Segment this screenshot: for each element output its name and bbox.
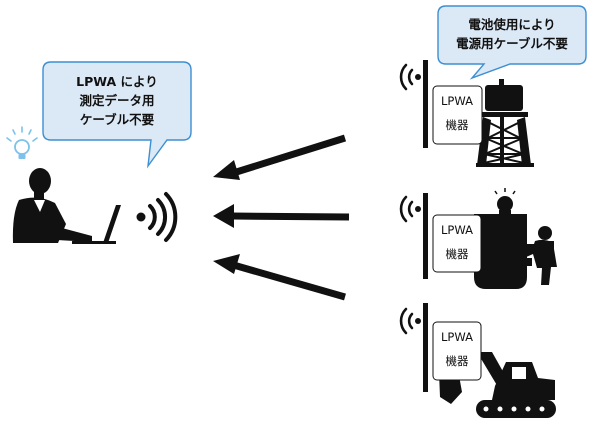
device-wifi-icon — [399, 195, 421, 223]
collar — [34, 200, 45, 212]
device-box — [432, 321, 482, 381]
device-label-machine-tool: LPWA 機器 — [433, 218, 481, 266]
device-label-line-2: 機器 — [445, 118, 469, 132]
device-label-line-1: LPWA — [441, 330, 473, 344]
lightbulb-icon — [6, 126, 38, 159]
device-box — [432, 85, 483, 145]
signal-arrow-top — [213, 134, 347, 180]
wifi-signal-icon — [136, 192, 178, 242]
callout-left-line-1: LPWA により — [76, 74, 158, 89]
device-wifi-icon — [399, 307, 421, 335]
device-label-line-2: 機器 — [445, 247, 469, 261]
callout-right-bubble — [437, 5, 587, 80]
water-tower-silhouette — [476, 79, 534, 167]
callout-left-line-2: 測定データ用 — [79, 93, 155, 108]
device-wifi-icon — [399, 63, 421, 91]
device-box — [432, 214, 482, 273]
machine-tool-silhouette — [474, 188, 557, 289]
callout-right-line-2: 電源用ケーブル不要 — [456, 36, 568, 51]
device-label-tower: LPWA 機器 — [433, 89, 481, 137]
device-label-excavator: LPWA 機器 — [433, 325, 481, 373]
device-antenna — [423, 60, 428, 148]
device-label-line-1: LPWA — [441, 94, 473, 108]
callout-left-text: LPWA により 測定データ用 ケーブル不要 — [43, 72, 191, 129]
signal-arrow-middle — [213, 204, 350, 228]
person-laptop-silhouette — [12, 168, 121, 244]
device-label-line-2: 機器 — [445, 354, 469, 368]
device-antenna — [423, 193, 428, 279]
callout-left-bubble — [42, 61, 192, 169]
callout-right-text: 電池使用により 電源用ケーブル不要 — [438, 15, 586, 53]
device-label-line-1: LPWA — [441, 223, 473, 237]
signal-arrow-bottom — [213, 254, 346, 301]
device-antenna — [423, 303, 428, 392]
callout-left-line-3: ケーブル不要 — [79, 112, 155, 127]
callout-right-line-1: 電池使用により — [468, 17, 556, 32]
